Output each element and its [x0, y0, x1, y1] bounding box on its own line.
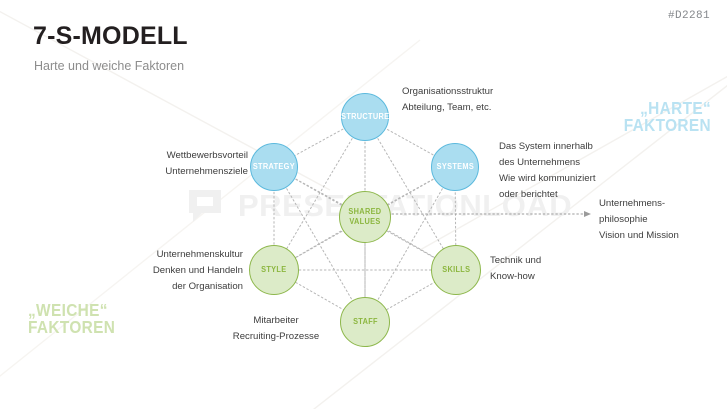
slide-id-label: #D2281 — [667, 10, 710, 22]
caption-hard-factors: „HARTE“ FAKTOREN — [623, 98, 711, 135]
annotation-structure: Organisationsstruktur Abteilung, Team, e… — [402, 86, 494, 113]
node-staff-label: STAFF — [352, 316, 378, 326]
node-structure[interactable]: STRUCTURE — [341, 93, 389, 141]
speech-bubble-icon — [189, 190, 221, 222]
annotation-strategy: Wettbewerbsvorteil Unternehmensziele — [165, 150, 248, 177]
annotation-staff: Mitarbeiter Recruiting-Prozesse — [232, 315, 320, 342]
page-title: 7-S-MODELL — [33, 22, 188, 50]
shared-values-pointer-arrow — [391, 211, 591, 217]
annotation-style: Unternehmenskultur Denken und Handeln de… — [152, 249, 243, 292]
caption-soft-factors: „WEICHE“ FAKTOREN — [28, 300, 116, 337]
node-skills[interactable]: SKILLS — [431, 245, 481, 295]
annotation-shared-values: Unternehmens- philosophie Vision und Mis… — [599, 198, 679, 241]
node-style-label: STYLE — [261, 264, 287, 274]
annotation-skills: Technik und Know-how — [490, 255, 542, 282]
node-systems[interactable]: SYSTEMS — [431, 143, 479, 191]
node-shared-values[interactable]: SHARED VALUES — [339, 191, 391, 243]
page-subtitle: Harte und weiche Faktoren — [34, 59, 185, 73]
node-shared-values-label: SHARED VALUES — [348, 206, 382, 227]
node-strategy[interactable]: STRATEGY — [250, 143, 298, 191]
node-skills-label: SKILLS — [441, 264, 471, 274]
node-structure-label: STRUCTURE — [340, 111, 390, 121]
node-style[interactable]: STYLE — [249, 245, 299, 295]
node-systems-label: SYSTEMS — [436, 161, 474, 171]
annotation-systems: Das System innerhalb des Unternehmens Wi… — [499, 141, 596, 200]
node-staff[interactable]: STAFF — [340, 297, 390, 347]
node-strategy-label: STRATEGY — [252, 161, 296, 171]
